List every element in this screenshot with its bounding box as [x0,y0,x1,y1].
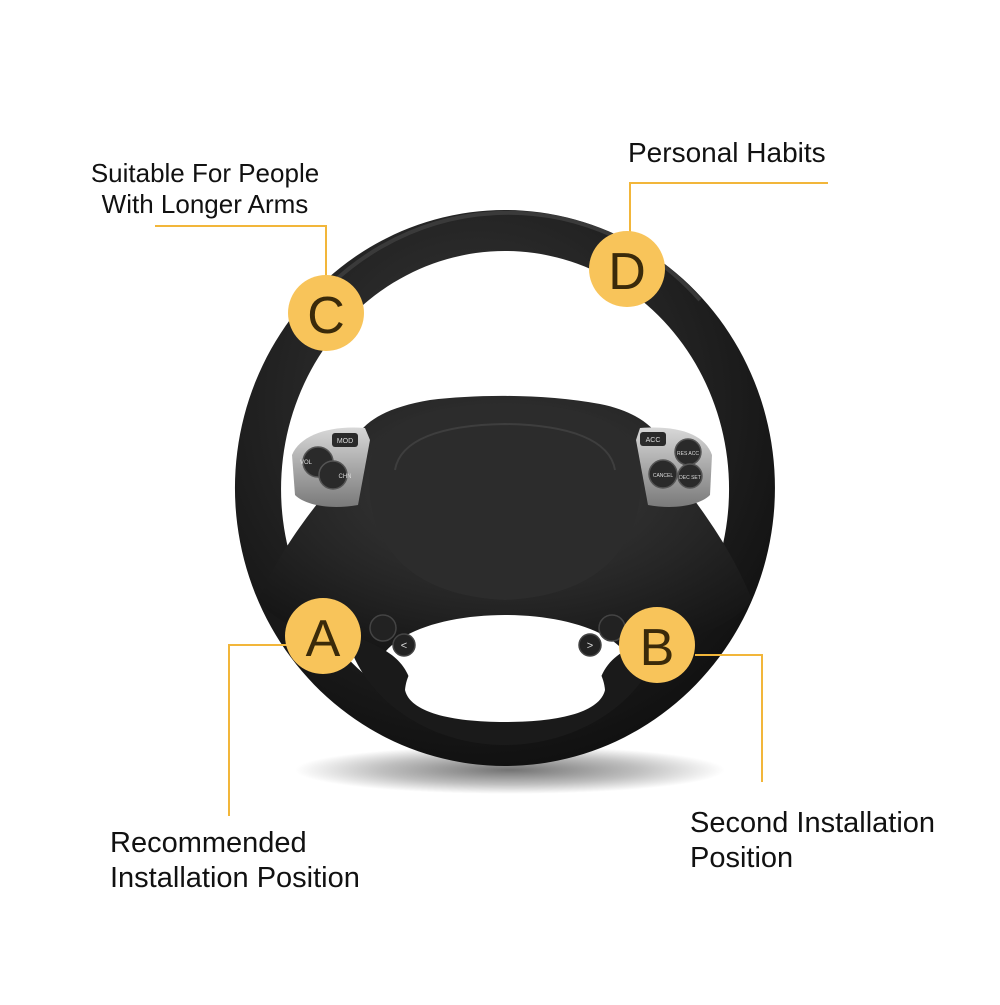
marker-a: A [285,598,361,674]
voice-button[interactable] [369,614,397,642]
cancel-button-label: CANCEL [653,473,674,479]
leader-line-d [629,182,828,232]
label-longer-arms: Suitable For People With Longer Arms [90,158,320,220]
label-a-line2: Installation Position [110,861,360,894]
marker-b: B [619,607,695,683]
label-second-position: Second Installation Position [690,806,935,876]
leader-line-a [228,644,292,816]
leader-lines [155,182,828,816]
leader-line-b [695,654,763,782]
marker-c-letter: C [307,287,345,345]
wheel-lower-opening [405,630,605,722]
label-a-line1: Recommended [110,827,307,859]
label-c-line2: With Longer Arms [101,189,309,220]
next-button[interactable] [578,633,602,657]
marker-d-letter: D [608,243,646,301]
dec-set-button[interactable] [677,463,703,489]
dec-button-label: DEC SET [679,475,701,481]
marker-d: D [589,231,665,307]
prev-button[interactable] [392,633,416,657]
airbag-pad-highlight [394,422,616,471]
mode-button[interactable] [332,433,358,447]
label-recommended-position: Recommended Installation Position [110,826,360,896]
acc-button[interactable] [640,432,666,446]
prev-icon: < [401,640,407,652]
next-icon: > [587,640,593,652]
mode-button-label: MOD [337,438,353,445]
label-b-line2: Position [690,841,794,874]
label-c-line1: Suitable For People [90,158,320,188]
leader-line-c [155,225,327,276]
wheel-shadow [295,746,725,794]
label-d-line1: Personal Habits [628,137,826,168]
label-b-line1: Second Installation [690,807,936,839]
marker-c: C [288,275,364,351]
lower-spoke [345,630,665,745]
marker-b-letter: B [640,619,675,677]
res-button-label: RES ACC [677,451,699,457]
label-personal-habits: Personal Habits [628,136,826,170]
marker-a-letter: A [306,610,341,668]
acc-button-label: ACC [646,437,661,444]
cancel-button[interactable] [648,459,678,489]
channel-button[interactable] [318,460,348,490]
airbag-pad [369,403,641,600]
chn-button-label: CHN [339,474,352,480]
vol-button-label: VOL [300,460,313,466]
